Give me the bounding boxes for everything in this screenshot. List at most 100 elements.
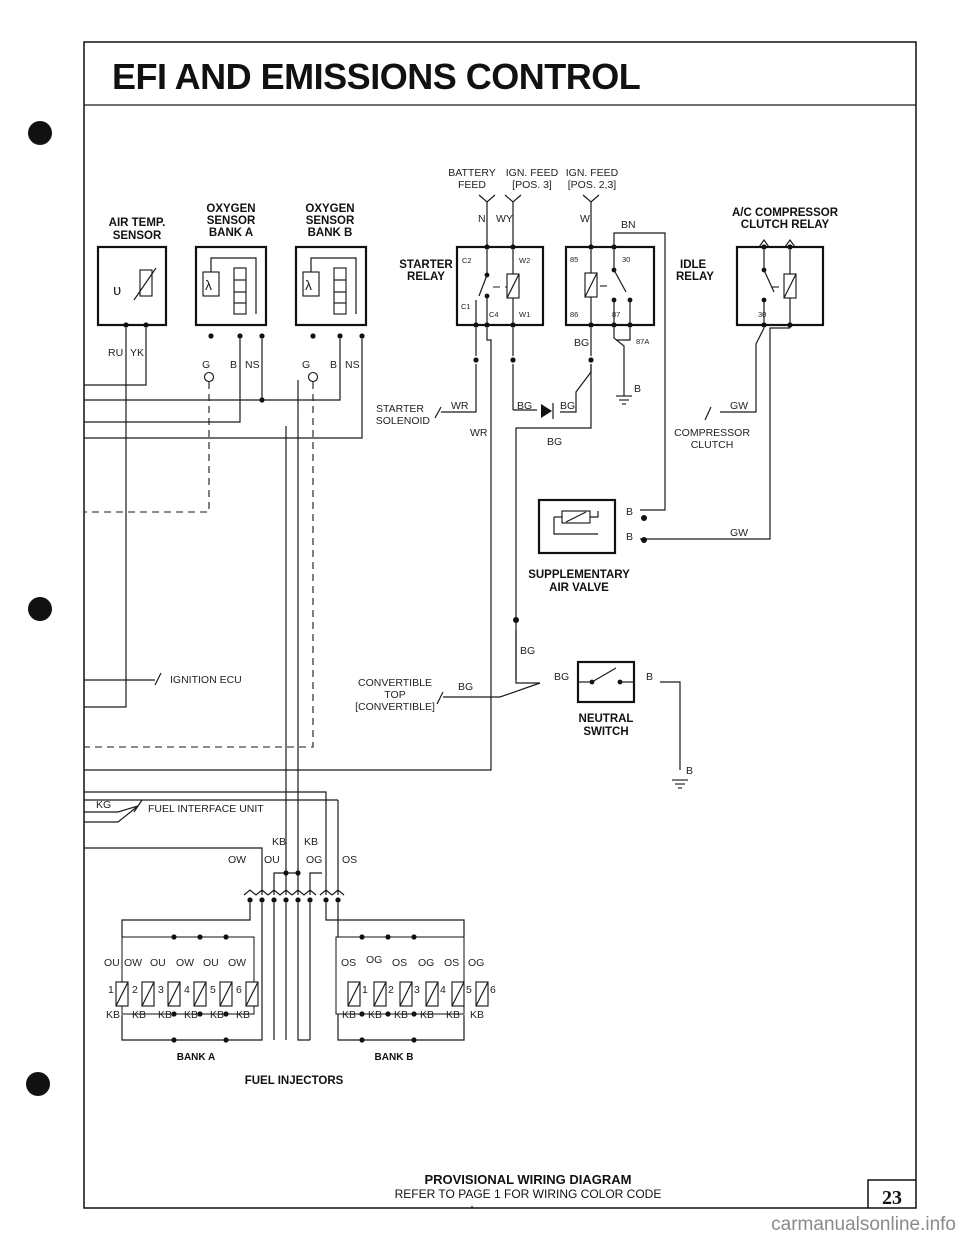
svg-text:4: 4: [184, 984, 190, 996]
idle-relay-wiring: B BG BG BG: [513, 328, 641, 680]
svg-text:CLUTCH RELAY: CLUTCH RELAY: [741, 219, 830, 231]
wire-yk: [84, 328, 147, 386]
power-feeds: BATTERY FEED IGN. FEED [POS. 3] IGN. FEE…: [448, 167, 666, 511]
page-number: 23: [882, 1187, 902, 1209]
svg-text:BANK A: BANK A: [177, 1052, 216, 1063]
svg-text:30: 30: [758, 310, 766, 319]
svg-text:87: 87: [612, 310, 620, 319]
binding-hole-3: [26, 1072, 50, 1096]
svg-text:[POS. 2,3]: [POS. 2,3]: [568, 179, 617, 191]
svg-text:1: 1: [362, 984, 368, 996]
svg-text:87A: 87A: [636, 337, 649, 346]
svg-text:B: B: [626, 531, 633, 543]
lambda-icon: λ: [305, 277, 312, 293]
svg-text:IDLE: IDLE: [680, 259, 707, 271]
svg-text:OU: OU: [104, 957, 120, 969]
svg-text:COMPRESSOR: COMPRESSOR: [674, 427, 750, 439]
svg-text:BG: BG: [554, 671, 569, 683]
svg-text:SENSOR: SENSOR: [113, 230, 162, 242]
svg-text:RU: RU: [108, 347, 123, 359]
svg-text:OXYGEN: OXYGEN: [206, 203, 255, 215]
binding-hole-2: [28, 597, 52, 621]
starter-relay: STARTER RELAY C2 W2 C1 C4 W1: [399, 244, 545, 363]
svg-text:G: G: [202, 359, 210, 371]
svg-text:OS: OS: [392, 957, 407, 969]
svg-text:6: 6: [236, 984, 242, 996]
svg-text:OG: OG: [306, 854, 322, 866]
svg-text:SWITCH: SWITCH: [583, 726, 628, 738]
page-frame: [83, 41, 917, 1209]
svg-text:BG: BG: [520, 645, 535, 657]
svg-text:W1: W1: [519, 310, 530, 319]
fuel-injectors-bank-b: OS OG OS OG OS OG 1 2 3 4 5 6 KB KB KB K…: [297, 903, 496, 1063]
svg-text:3: 3: [414, 984, 420, 996]
svg-text:C1: C1: [461, 302, 471, 311]
svg-text:W: W: [580, 213, 590, 225]
svg-text:CLUTCH: CLUTCH: [691, 439, 734, 451]
svg-text:OW: OW: [124, 957, 142, 969]
svg-text:3: 3: [158, 984, 164, 996]
svg-text:5: 5: [466, 984, 472, 996]
svg-text:C2: C2: [462, 256, 472, 265]
svg-text:OU: OU: [203, 957, 219, 969]
svg-text:1: 1: [108, 984, 114, 996]
svg-text:RELAY: RELAY: [407, 271, 445, 283]
neutral-switch: BG BG B B NEUTRAL SWITCH: [513, 617, 693, 789]
svg-text:WR: WR: [470, 427, 488, 439]
svg-text:KG: KG: [96, 799, 111, 811]
svg-text:AIR VALVE: AIR VALVE: [549, 582, 609, 594]
oxygen-sensor-bank-b: OXYGEN SENSOR BANK B λ G B NS: [294, 203, 368, 383]
idle-relay: IDLE RELAY 85 30 86 87 87A BG: [564, 244, 714, 363]
svg-text:2: 2: [132, 984, 138, 996]
svg-text:SOLENOID: SOLENOID: [376, 415, 431, 427]
footer-title: PROVISIONAL WIRING DIAGRAM: [424, 1172, 631, 1187]
svg-text:KB: KB: [158, 1009, 172, 1021]
svg-text:IGN. FEED: IGN. FEED: [566, 167, 619, 179]
svg-text:OU: OU: [264, 854, 280, 866]
svg-text:STARTER: STARTER: [376, 403, 424, 415]
page-title: EFI AND EMISSIONS CONTROL: [112, 56, 640, 97]
svg-text:KB: KB: [394, 1009, 408, 1021]
svg-text:AIR TEMP.: AIR TEMP.: [109, 217, 166, 229]
svg-text:BG: BG: [517, 400, 532, 412]
air-temp-sensor: AIR TEMP. SENSOR υ RU YK: [96, 217, 168, 359]
svg-text:BANK A: BANK A: [209, 227, 253, 239]
svg-text:GW: GW: [730, 400, 748, 412]
svg-text:NS: NS: [345, 359, 360, 371]
svg-text:KB: KB: [132, 1009, 146, 1021]
svg-text:4: 4: [440, 984, 446, 996]
svg-text:NEUTRAL: NEUTRAL: [579, 713, 634, 725]
supplementary-air-valve: B B SUPPLEMENTARY AIR VALVE: [528, 498, 647, 594]
svg-text:OG: OG: [366, 954, 382, 966]
ignition-ecu-connection: IGNITION ECU: [84, 672, 242, 686]
svg-text:86: 86: [570, 310, 578, 319]
svg-text:BG: BG: [560, 400, 575, 412]
oxygen-sensor-harness: [84, 339, 363, 748]
svg-text:FUEL INTERFACE UNIT: FUEL INTERFACE UNIT: [148, 803, 264, 815]
lambda-icon: λ: [205, 277, 212, 293]
svg-text:G: G: [302, 359, 310, 371]
svg-text:OS: OS: [444, 957, 459, 969]
svg-text:[CONVERTIBLE]: [CONVERTIBLE]: [355, 701, 435, 713]
svg-text:GW: GW: [730, 527, 748, 539]
svg-text:B: B: [686, 765, 693, 777]
svg-text:W2: W2: [519, 256, 530, 265]
fuel-injectors-caption: FUEL INJECTORS: [245, 1075, 344, 1087]
injector-coils-bank-b: 1 2 3 4 5 6: [347, 981, 496, 1007]
svg-text:IGNITION ECU: IGNITION ECU: [170, 674, 242, 686]
svg-text:OU: OU: [150, 957, 166, 969]
svg-text:OW: OW: [228, 957, 246, 969]
wire-ru: [84, 328, 127, 708]
svg-text:BANK B: BANK B: [308, 227, 353, 239]
svg-text:SENSOR: SENSOR: [306, 215, 355, 227]
svg-text:[POS. 3]: [POS. 3]: [512, 179, 552, 191]
svg-text:KB: KB: [184, 1009, 198, 1021]
svg-text:KB: KB: [470, 1009, 484, 1021]
svg-text:B: B: [330, 359, 337, 371]
svg-text:6: 6: [490, 984, 496, 996]
svg-text:SENSOR: SENSOR: [207, 215, 256, 227]
footer-subtitle: REFER TO PAGE 1 FOR WIRING COLOR CODE: [395, 1187, 662, 1201]
svg-text:STARTER: STARTER: [399, 259, 453, 271]
binding-hole-1: [28, 121, 52, 145]
